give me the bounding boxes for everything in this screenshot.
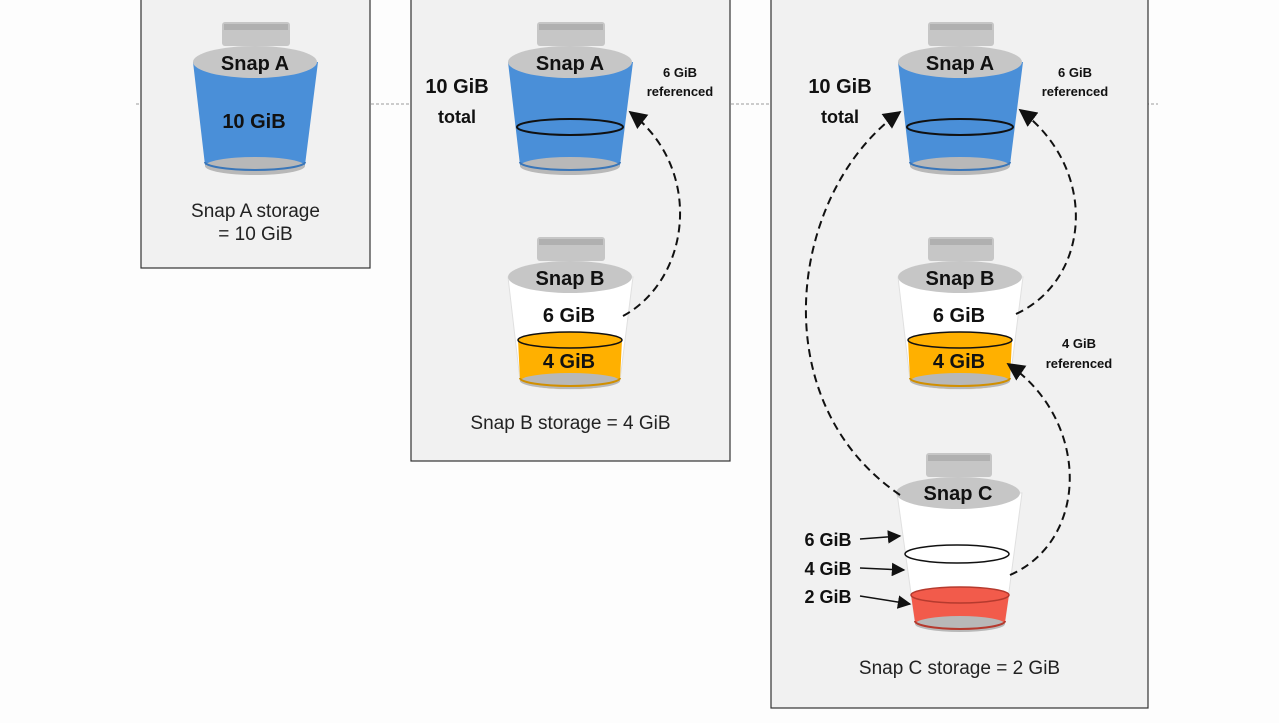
level-2-arrow <box>859 595 912 609</box>
referenced-word: referenced <box>1046 356 1113 371</box>
reference-arrow-b-to-a <box>1015 108 1077 315</box>
referenced-amount: 4 GiB <box>1062 336 1096 351</box>
level-4-label: 4 GiB <box>804 559 851 579</box>
level-4-arrow <box>859 562 906 577</box>
total-word: total <box>438 107 476 127</box>
fill-label: 10 GiB <box>222 111 285 133</box>
referenced-amount: 6 GiB <box>1058 65 1092 80</box>
bucket-label: Snap A <box>221 53 289 75</box>
referenced-amount: 6 GiB <box>663 65 697 80</box>
referenced-word: referenced <box>647 84 714 99</box>
bucket-snap-b-panel-c: Snap B 6 GiB 4 GiB <box>897 237 1024 390</box>
reference-arrow-c-to-b <box>1006 362 1071 576</box>
bucket-label: Snap C <box>924 483 993 505</box>
caption-line: Snap A storage <box>191 201 320 222</box>
total-word: total <box>821 107 859 127</box>
total-value: 10 GiB <box>808 76 871 98</box>
level-6-label: 6 GiB <box>804 530 851 550</box>
bucket-snap-b-panel-b: Snap B 6 GiB 4 GiB <box>507 237 634 390</box>
panel-c-caption: Snap C storage = 2 GiB <box>858 658 1061 679</box>
changed-label: 4 GiB <box>543 351 595 373</box>
level-2-label: 2 GiB <box>804 587 851 607</box>
changed-label: 4 GiB <box>933 351 985 373</box>
bucket-snap-a-panel-a: Snap A 10 GiB <box>193 22 318 175</box>
bucket-label: Snap A <box>926 53 994 75</box>
panel-a-caption: Snap A storage = 10 GiB <box>141 200 370 246</box>
total-value: 10 GiB <box>425 76 488 98</box>
bucket-label: Snap B <box>536 268 605 290</box>
caption-line: = 10 GiB <box>218 224 293 245</box>
reference-arrow-c-to-a <box>804 110 902 496</box>
panel-b-caption: Snap B storage = 4 GiB <box>470 413 671 434</box>
bucket-label: Snap A <box>536 53 604 75</box>
unchanged-label: 6 GiB <box>543 305 595 327</box>
unchanged-label: 6 GiB <box>933 305 985 327</box>
bucket-snap-a-panel-c: Snap A <box>898 22 1023 175</box>
referenced-word: referenced <box>1042 84 1109 99</box>
bucket-snap-a-panel-b: Snap A <box>508 22 633 175</box>
bucket-label: Snap B <box>926 268 995 290</box>
bucket-snap-c-panel-c: Snap C <box>896 453 1023 632</box>
level-6-arrow <box>859 530 902 544</box>
reference-arrow <box>622 110 682 317</box>
